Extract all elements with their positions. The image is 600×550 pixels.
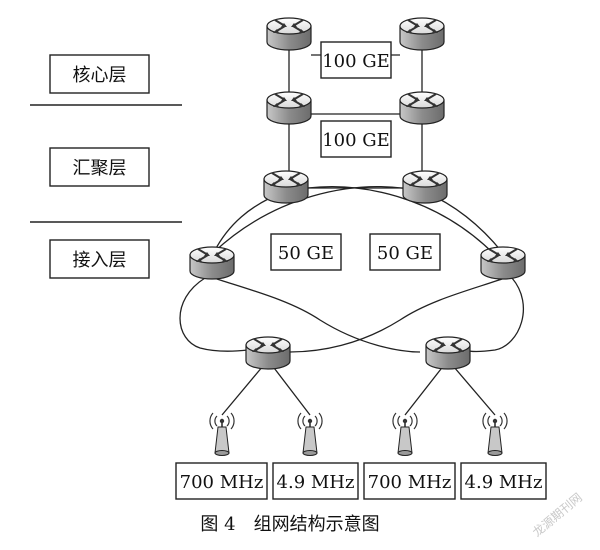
router-icon (399, 91, 445, 125)
router-icon (402, 170, 448, 204)
frequency-box (363, 462, 456, 500)
router-icon (425, 336, 471, 370)
frequency-box (175, 462, 268, 500)
access-link-right-box (369, 233, 441, 271)
access-link-left-box (270, 233, 342, 271)
access-layer-box (49, 239, 150, 279)
aggregation-layer-label: 汇聚层 (73, 158, 127, 179)
frequency-label: 4.9 MHz (465, 472, 543, 493)
core-layer-box (49, 54, 150, 94)
frequency-box (272, 462, 359, 500)
frequency-label: 700 MHz (180, 472, 264, 493)
core-link-mid-box (320, 120, 392, 158)
router-icon (263, 170, 309, 204)
core-link-mid-label: 100 GE (322, 130, 390, 151)
access-link-left-label: 50 GE (278, 243, 334, 264)
figure-caption: 图 4 组网结构示意图 (200, 514, 379, 535)
frequency-boxes: 700 MHz 4.9 MHz 700 MHz 4.9 MHz (175, 462, 547, 500)
network-links (179, 40, 525, 416)
core-layer-label: 核心层 (73, 65, 127, 86)
router-icon (245, 336, 291, 370)
router-icon (189, 246, 235, 280)
layer-legend: 核心层 汇聚层 接入层 (30, 54, 182, 279)
frequency-label: 700 MHz (368, 472, 452, 493)
router-icon (266, 91, 312, 125)
antennas (209, 412, 508, 457)
antenna-icon (209, 412, 235, 457)
antenna-icon (297, 412, 323, 457)
router-icon (399, 17, 445, 51)
router-icon (266, 17, 312, 51)
frequency-box (460, 462, 547, 500)
antenna-icon (392, 412, 418, 457)
link-labels: 100 GE 100 GE 50 GE 50 GE (270, 41, 441, 271)
antenna-icon (482, 412, 508, 457)
core-link-top-box (320, 41, 392, 79)
core-link-top-label: 100 GE (322, 51, 390, 72)
access-link-right-label: 50 GE (377, 243, 433, 264)
router-icon (480, 246, 526, 280)
access-layer-label: 接入层 (73, 250, 127, 271)
frequency-label: 4.9 MHz (277, 472, 355, 493)
aggregation-layer-box (49, 147, 150, 187)
